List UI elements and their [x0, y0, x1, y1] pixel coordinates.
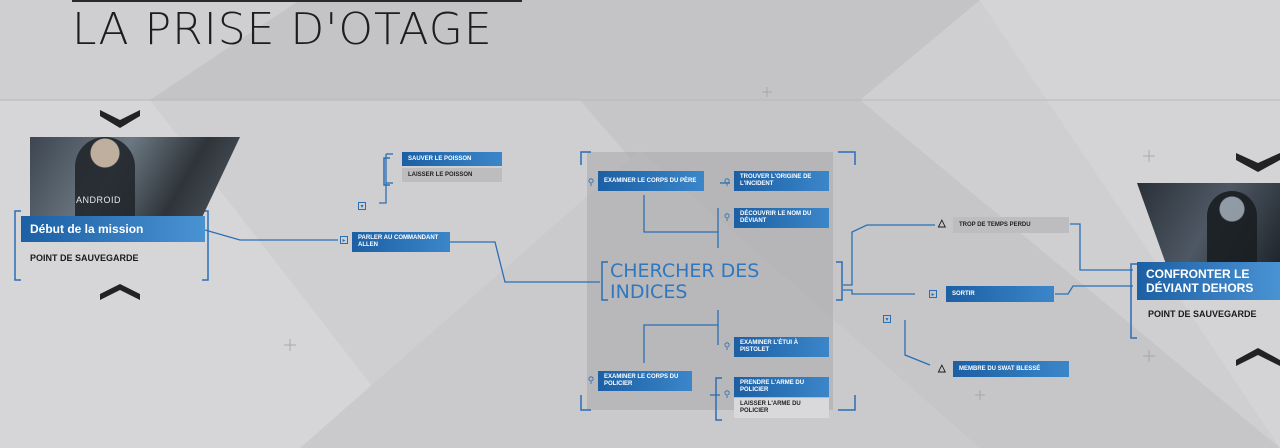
node-label: TROP DE TEMPS PERDU — [959, 221, 1031, 228]
node-corps-policier[interactable]: EXAMINER LE CORPS DU POLICIER — [598, 371, 692, 391]
node-nom-deviant[interactable]: DÉCOUVRIR LE NOM DU DÉVIANT — [734, 208, 829, 228]
node-label: EXAMINER LE CORPS DU POLICIER — [604, 374, 679, 387]
end-mission-label-1: CONFRONTER LE — [1146, 267, 1250, 281]
node-corps-pere[interactable]: EXAMINER LE CORPS DU PÈRE — [598, 171, 704, 191]
end-mission-title[interactable]: CONFRONTER LE DÉVIANT DEHORS — [1137, 262, 1280, 300]
chevron-icon: ▸ — [929, 290, 937, 298]
triangle-icon: △ — [938, 218, 946, 229]
node-parler-commandant[interactable]: PARLER AU COMMANDANT ALLEN — [352, 232, 450, 252]
search-icon: ⚲ — [723, 212, 731, 222]
node-laisser-poisson[interactable]: LAISSER LE POISSON — [402, 168, 502, 182]
page-title: LA PRISE D'OTAGE — [72, 4, 493, 55]
node-label: LAISSER LE POISSON — [408, 171, 473, 178]
search-icon: ⚲ — [587, 375, 595, 385]
node-label: MEMBRE DU SWAT BLESSÉ — [959, 365, 1041, 372]
node-label: EXAMINER L'ÉTUI À PISTOLET — [740, 340, 799, 353]
node-label: SORTIR — [952, 290, 975, 297]
start-mission-label: Début de la mission — [30, 222, 144, 236]
node-label: LAISSER L'ARME DU POLICIER — [740, 401, 801, 414]
chevron-icon: ▸ — [340, 236, 348, 244]
start-mission-title[interactable]: Début de la mission — [21, 216, 205, 242]
down-arrow-icon: ▾ — [358, 202, 366, 210]
node-label: SAUVER LE POISSON — [408, 155, 472, 162]
down-arrow-icon: ▾ — [883, 315, 891, 323]
search-icon: ⚲ — [723, 177, 731, 187]
title-rule — [72, 0, 522, 2]
start-thumbnail: ANDROID — [30, 137, 240, 217]
node-sauver-poisson[interactable]: SAUVER LE POISSON — [402, 152, 502, 166]
search-icon: ⚲ — [723, 341, 731, 351]
node-sortir[interactable]: SORTIR — [946, 286, 1054, 302]
hub-title: CHERCHER DES INDICES — [610, 261, 759, 303]
search-icon: ⚲ — [723, 389, 731, 399]
hub-line-1: CHERCHER DES — [610, 260, 760, 282]
node-prendre-arme[interactable]: PRENDRE L'ARME DU POLICIER — [734, 377, 829, 397]
node-trop-temps[interactable]: TROP DE TEMPS PERDU — [953, 217, 1069, 233]
node-swat-blesse[interactable]: MEMBRE DU SWAT BLESSÉ — [953, 361, 1069, 377]
triangle-icon: △ — [938, 363, 946, 374]
start-savepoint: POINT DE SAUVEGARDE — [30, 253, 139, 263]
end-savepoint: POINT DE SAUVEGARDE — [1148, 309, 1257, 319]
android-label: ANDROID — [76, 195, 122, 205]
end-thumbnail — [1137, 183, 1280, 263]
node-label: PRENDRE L'ARME DU POLICIER — [740, 380, 805, 393]
node-label: TROUVER L'ORIGINE DE L'INCIDENT — [740, 174, 812, 187]
end-mission-label-2: DÉVIANT DEHORS — [1146, 281, 1254, 295]
node-etui-pistolet[interactable]: EXAMINER L'ÉTUI À PISTOLET — [734, 337, 829, 357]
node-label: EXAMINER LE CORPS DU PÈRE — [604, 177, 697, 184]
node-label: DÉCOUVRIR LE NOM DU DÉVIANT — [740, 211, 812, 224]
node-origine-incident[interactable]: TROUVER L'ORIGINE DE L'INCIDENT — [734, 171, 829, 191]
node-laisser-arme[interactable]: LAISSER L'ARME DU POLICIER — [734, 398, 829, 418]
node-label: PARLER AU COMMANDANT ALLEN — [358, 235, 439, 248]
search-icon: ⚲ — [587, 177, 595, 187]
hub-line-2: INDICES — [610, 281, 688, 303]
